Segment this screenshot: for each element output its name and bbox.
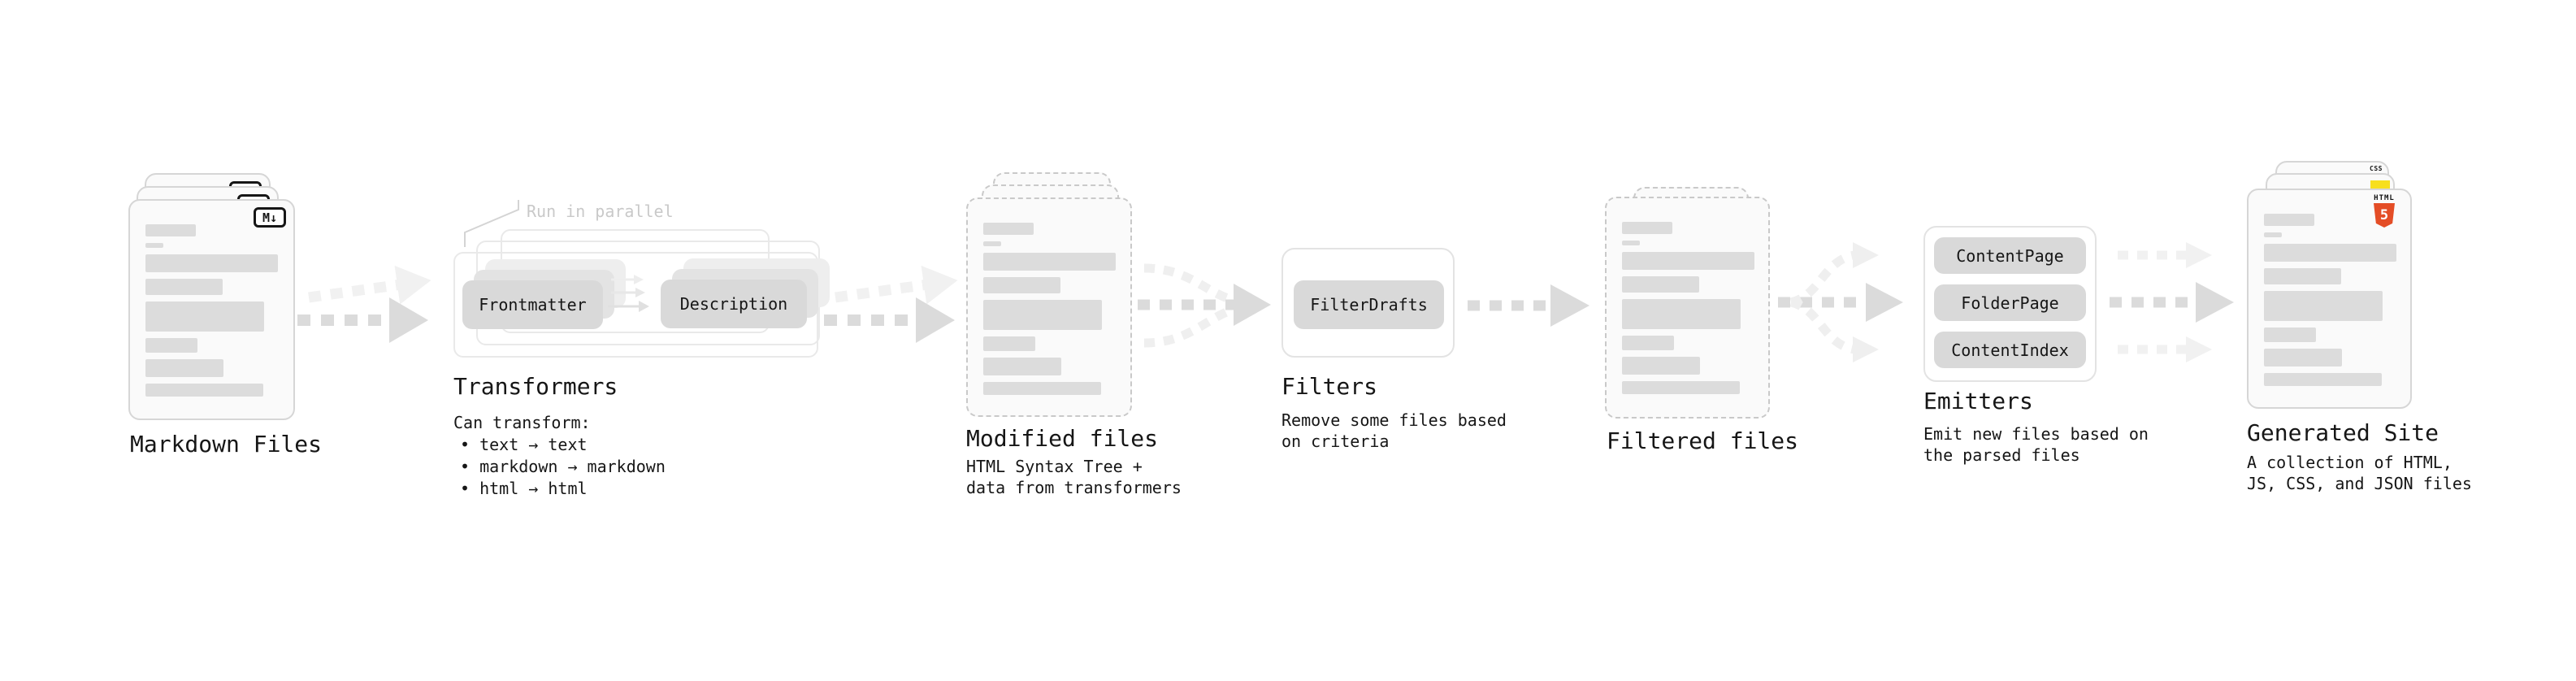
content-bar: [983, 253, 1116, 271]
content-bar: [145, 384, 263, 397]
annotation-leader-line: [464, 200, 519, 247]
content-bar: [145, 224, 196, 236]
stage-label-filtered-files: Filtered files: [1607, 427, 1799, 454]
content-bar: [983, 382, 1101, 395]
caption-line: JS, CSS, and JSON files: [2247, 474, 2472, 493]
content-bar: [1622, 381, 1740, 394]
file-content-placeholder: [1622, 222, 1754, 394]
file-content-placeholder: [983, 223, 1116, 395]
filters-caption: Remove some files based on criteria: [1281, 410, 1507, 452]
content-bar: [1622, 222, 1672, 234]
html5-icon: HTML 5: [2368, 194, 2400, 228]
file-content-placeholder: [2264, 214, 2396, 386]
js-icon: [2370, 180, 2390, 189]
bullet-item: • text → text: [460, 435, 588, 454]
transformer-description: Description: [661, 280, 807, 328]
flow-arrow-transformers-to-modified: [824, 265, 958, 343]
caption-line: on criteria: [1281, 432, 1390, 451]
emitter-contentindex: ContentIndex: [1934, 332, 2086, 368]
content-bar: [1622, 299, 1741, 329]
content-bar: [145, 279, 223, 295]
content-bar: [983, 358, 1061, 375]
emitter-contentpage: ContentPage: [1934, 237, 2086, 274]
stage-label-emitters: Emitters: [1923, 388, 2033, 414]
file-card-front-html: HTML 5: [2247, 189, 2412, 409]
markdown-icon: M↓: [254, 207, 286, 228]
transformer-frontmatter: Frontmatter: [462, 280, 603, 329]
content-bar: [2264, 327, 2316, 342]
content-bar: [983, 300, 1102, 330]
stage-label-generated-site: Generated Site: [2247, 419, 2439, 446]
caption-line: Remove some files based: [1281, 410, 1507, 430]
content-bar: [983, 223, 1034, 235]
inner-arrows-icon: [608, 275, 649, 312]
caption-line: HTML Syntax Tree +: [966, 457, 1143, 476]
flow-arrow-filters-to-filtered: [1468, 284, 1589, 327]
content-bar: [1622, 252, 1754, 270]
emitters-caption: Emit new files based on the parsed files: [1923, 423, 2149, 466]
modified-files-caption: HTML Syntax Tree + data from transformer…: [966, 456, 1182, 498]
flow-arrow-markdown-to-transformers: [297, 265, 432, 343]
content-bar: [2264, 373, 2382, 386]
html5-icon-label: HTML: [2374, 194, 2395, 202]
content-bar: [1622, 241, 1640, 245]
stage-label-filters: Filters: [1281, 373, 1378, 400]
html5-shield: 5: [2374, 203, 2395, 228]
content-bar: [145, 338, 197, 353]
content-bar: [983, 277, 1060, 293]
content-bar: [2264, 268, 2341, 284]
content-bar: [145, 243, 163, 248]
emitter-folderpage: FolderPage: [1934, 284, 2086, 321]
content-bar: [1622, 357, 1700, 375]
bullet-item: • markdown → markdown: [460, 457, 666, 476]
stage-label-modified-files: Modified files: [966, 425, 1159, 452]
run-in-parallel-annotation: Run in parallel: [527, 202, 674, 221]
content-bar: [145, 301, 264, 332]
flow-arrows-emitters-to-site: [2110, 242, 2234, 362]
css-icon-label: CSS: [2370, 165, 2383, 172]
file-card-front: [966, 197, 1132, 417]
flow-arrow-modified-to-filters-merge: [1138, 263, 1271, 348]
content-bar: [145, 254, 278, 272]
file-card-front: M↓: [128, 199, 295, 420]
file-card-front: [1605, 197, 1770, 419]
content-bar: [2264, 214, 2314, 226]
stage-label-transformers: Transformers: [453, 373, 618, 400]
caption-line: A collection of HTML,: [2247, 453, 2452, 472]
content-bar: [2264, 349, 2342, 367]
transformers-bullet-list: • text → text • markdown → markdown • ht…: [460, 434, 666, 500]
html5-number: 5: [2379, 207, 2389, 223]
content-bar: [2264, 244, 2396, 262]
generated-site-caption: A collection of HTML, JS, CSS, and JSON …: [2247, 452, 2472, 494]
content-bar: [983, 336, 1035, 351]
content-bar: [1622, 276, 1699, 293]
stage-label-markdown-files: Markdown Files: [130, 431, 323, 458]
filter-filterdrafts: FilterDrafts: [1294, 280, 1444, 329]
bullet-item: • html → html: [460, 479, 588, 498]
flow-arrow-filtered-to-emitters-split: [1778, 242, 1903, 362]
content-bar: [983, 241, 1001, 246]
content-bar: [2264, 232, 2282, 237]
content-bar: [1622, 336, 1674, 350]
caption-line: Emit new files based on: [1923, 424, 2149, 444]
content-bar: [2264, 291, 2383, 321]
transformers-intro: Can transform:: [453, 413, 591, 432]
content-bar: [145, 359, 223, 377]
caption-line: data from transformers: [966, 478, 1182, 497]
caption-line: the parsed files: [1923, 445, 2080, 465]
file-content-placeholder: [145, 224, 278, 397]
